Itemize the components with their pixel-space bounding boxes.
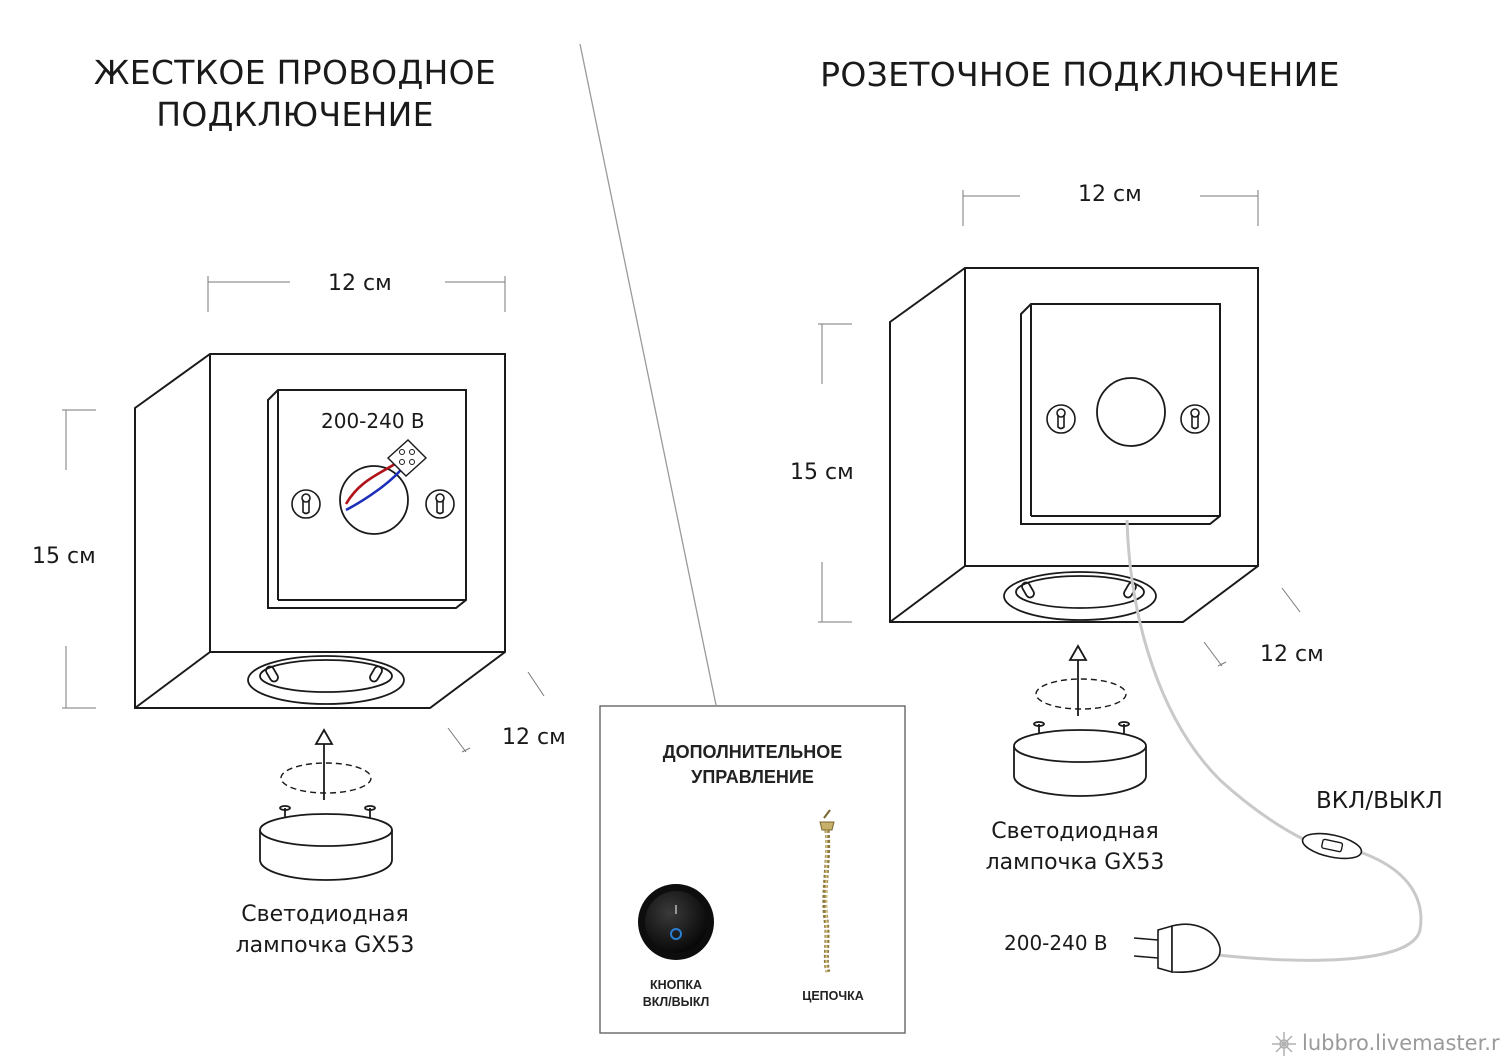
hardwired-voltage-label: 200-240 В xyxy=(321,409,425,433)
hardwired-width-label: 12 см xyxy=(328,271,392,296)
watermark: lubbro.livemaster.ru xyxy=(1302,1031,1500,1055)
watermark-snowflake-icon xyxy=(1272,1032,1296,1056)
hardwired-bulb-icon xyxy=(259,728,393,881)
section-divider xyxy=(579,43,717,706)
hardwired-depth-label: 12 см xyxy=(502,725,566,750)
button-caption-line1: КНОПКА xyxy=(649,978,703,992)
inline-switch-icon xyxy=(1301,832,1363,860)
extra-control-title-line2: УПРАВЛЕНИЕ xyxy=(691,767,814,787)
cable-entry-icon xyxy=(339,439,428,535)
pull-chain-icon xyxy=(819,809,835,973)
socket-height-label: 15 см xyxy=(790,460,854,485)
hardwired-dimension-lines xyxy=(62,276,545,753)
extra-control-title-line1: ДОПОЛНИТЕЛЬНОЕ xyxy=(662,742,843,762)
button-caption-line2: ВКЛ/ВЫКЛ xyxy=(642,995,710,1009)
socket-bulb-icon xyxy=(1013,644,1147,797)
power-cord xyxy=(1125,519,1423,962)
extra-control-panel xyxy=(599,705,906,1034)
hardwired-title-line2: ПОДКЛЮЧЕНИЕ xyxy=(156,95,434,134)
switch-label: ВКЛ/ВЫКЛ xyxy=(1316,788,1443,814)
hardwired-lamp-box xyxy=(134,353,506,709)
keyhole-right-icon xyxy=(1180,404,1210,434)
hardwired-title: ЖЕСТКОЕ ПРОВОДНОЕ ПОДКЛЮЧЕНИЕ xyxy=(40,52,550,136)
hardwired-bulb-line2: лампочка GX53 xyxy=(235,933,415,958)
keyhole-left-icon xyxy=(291,489,321,519)
socket-width-label: 12 см xyxy=(1078,182,1142,207)
power-plug-icon xyxy=(1133,923,1221,974)
socket-lamp-box xyxy=(889,267,1259,623)
socket-bulb-caption: Светодиодная лампочка GX53 xyxy=(930,816,1220,878)
extra-control-title: ДОПОЛНИТЕЛЬНОЕ УПРАВЛЕНИЕ xyxy=(610,740,895,790)
keyhole-right-icon xyxy=(425,489,455,519)
cable-entry-icon xyxy=(1096,377,1166,447)
hardwired-title-line1: ЖЕСТКОЕ ПРОВОДНОЕ xyxy=(93,53,497,92)
hardwired-bulb-line1: Светодиодная xyxy=(241,902,409,927)
keyhole-left-icon xyxy=(1046,404,1076,434)
rocker-switch-icon xyxy=(638,884,714,960)
socket-title: РОЗЕТОЧНОЕ ПОДКЛЮЧЕНИЕ xyxy=(820,55,1340,94)
socket-lamp-socket xyxy=(1003,571,1157,621)
plug-voltage-label: 200-240 В xyxy=(1004,931,1108,955)
button-caption: КНОПКА ВКЛ/ВЫКЛ xyxy=(626,977,726,1011)
hardwired-bulb-caption: Светодиодная лампочка GX53 xyxy=(180,899,470,961)
hardwired-lamp-socket xyxy=(247,655,405,705)
socket-bulb-line1: Светодиодная xyxy=(991,819,1159,844)
socket-dimension-lines xyxy=(818,190,1301,667)
chain-caption: ЦЕПОЧКА xyxy=(802,989,864,1003)
socket-bulb-line2: лампочка GX53 xyxy=(985,850,1165,875)
hardwired-height-label: 15 см xyxy=(32,544,96,569)
socket-depth-label: 12 см xyxy=(1260,642,1324,667)
